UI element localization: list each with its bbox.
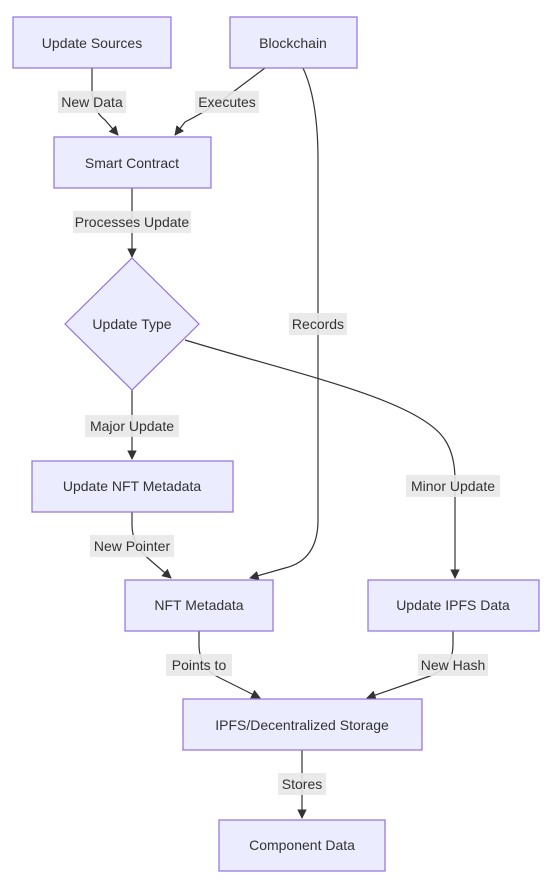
edge-label-new-pointer: New Pointer [90,535,174,557]
node-update-ipfs-data[interactable]: Update IPFS Data [367,579,540,632]
edge-label-executes: Executes [195,91,259,113]
edge-label-minor-update-text: Minor Update [411,478,495,494]
edge-label-processes-update: Processes Update [73,211,191,233]
node-update-sources[interactable]: Update Sources [12,16,172,69]
node-nft-metadata-label: NFT Metadata [154,597,243,613]
edge-label-points-to: Points to [166,654,232,676]
node-update-type-decision[interactable]: Update Type [64,257,200,391]
edge-label-processes-update-text: Processes Update [75,214,190,230]
node-blockchain[interactable]: Blockchain [229,16,358,69]
node-ipfs-storage-label: IPFS/Decentralized Storage [215,717,389,733]
edge-label-new-data-text: New Data [61,94,123,110]
edge-label-points-to-text: Points to [172,657,227,673]
edge-records [249,67,319,581]
edge-minor-update [184,339,460,579]
edge-label-new-pointer-text: New Pointer [94,538,171,554]
node-smart-contract[interactable]: Smart Contract [53,136,212,189]
edge-label-records: Records [289,313,347,335]
node-update-nft-metadata-label: Update NFT Metadata [63,478,201,494]
edge-label-major-update-text: Major Update [90,418,174,434]
nodes: Update Sources Blockchain Smart Contract… [12,16,540,872]
node-update-nft-metadata[interactable]: Update NFT Metadata [31,460,234,513]
edge-label-stores: Stores [278,773,326,795]
edge-label-records-text: Records [292,316,344,332]
node-blockchain-label: Blockchain [259,35,327,51]
node-ipfs-storage[interactable]: IPFS/Decentralized Storage [182,698,423,751]
node-component-data-label: Component Data [249,837,355,853]
edge-label-major-update: Major Update [85,415,179,437]
node-component-data[interactable]: Component Data [218,819,386,872]
edge-label-new-hash: New Hash [418,654,488,676]
edge-label-new-hash-text: New Hash [421,657,486,673]
edge-label-minor-update: Minor Update [406,475,500,497]
edge-label-new-data: New Data [58,91,126,113]
node-update-type-label: Update Type [92,316,171,332]
node-smart-contract-label: Smart Contract [85,155,179,171]
node-nft-metadata[interactable]: NFT Metadata [124,579,274,632]
node-update-sources-label: Update Sources [42,35,142,51]
edge-label-stores-text: Stores [282,776,322,792]
edge-labels: New Data Executes Processes Update Recor… [58,91,500,795]
edge-label-executes-text: Executes [198,94,256,110]
node-update-ipfs-data-label: Update IPFS Data [396,597,510,613]
